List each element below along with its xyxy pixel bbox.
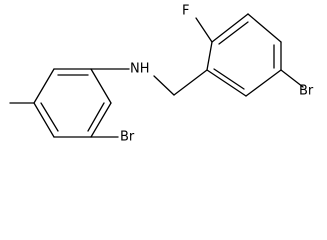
left-benzene-ring (33, 68, 112, 138)
bond (33, 68, 55, 104)
c-f-bond (195, 17, 213, 43)
bond (245, 69, 282, 97)
double-bond-inner (213, 68, 245, 90)
n-ch2-bond (153, 75, 175, 96)
amine-nh-label: NH (130, 62, 150, 77)
right-benzene-ring (206, 13, 282, 97)
structure-canvas: NH F Br Br (9, 4, 314, 145)
bond (33, 102, 55, 138)
bond (206, 69, 247, 97)
fluorine-label: F (182, 4, 189, 19)
ch2-ring-bond (173, 69, 208, 96)
double-bond-inner (40, 102, 59, 132)
double-bond-inner (218, 21, 249, 45)
bond (90, 68, 112, 104)
bond (206, 41, 213, 71)
c-br-bond (280, 69, 304, 88)
double-bond-inner (87, 102, 105, 132)
bond (90, 102, 112, 138)
bond (247, 13, 282, 43)
bond (211, 13, 249, 43)
bromine-right-label: Br (299, 84, 314, 99)
molecule-diagram: NH F Br Br (9, 4, 314, 145)
bromine-bottom-label: Br (120, 130, 135, 145)
